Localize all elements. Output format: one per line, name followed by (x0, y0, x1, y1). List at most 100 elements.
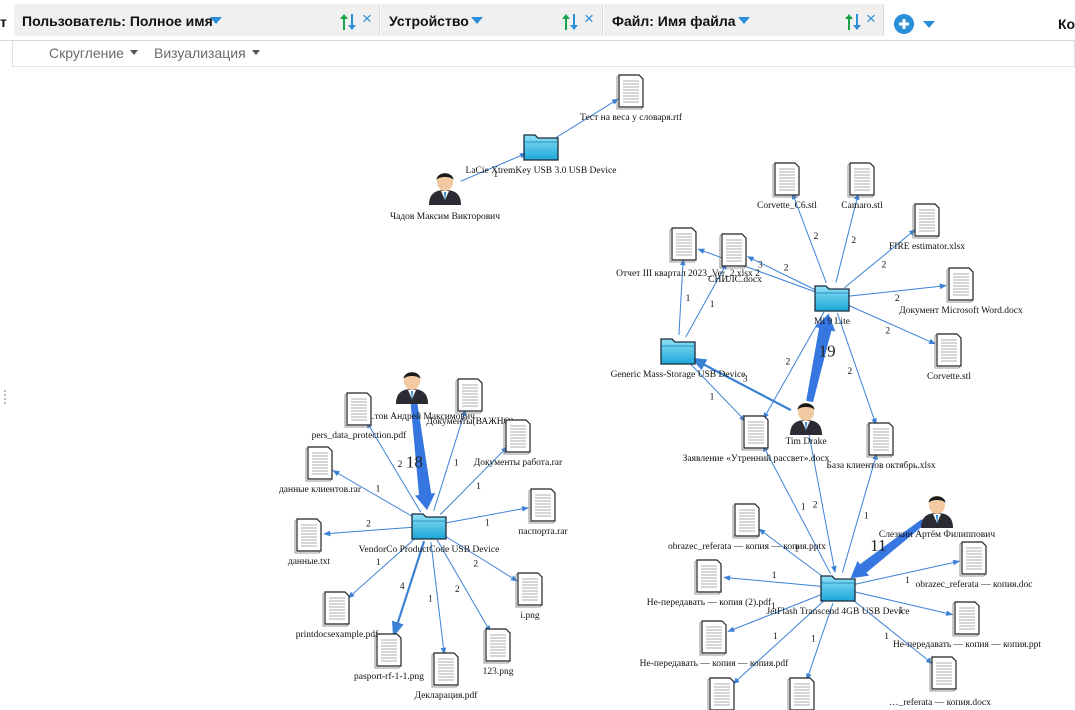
edge-line[interactable] (835, 192, 860, 283)
sort-icon[interactable] (339, 12, 357, 32)
document-icon[interactable] (741, 415, 769, 451)
edge-line[interactable] (727, 593, 824, 632)
edge-line[interactable] (846, 304, 936, 345)
user-avatar-icon[interactable] (429, 173, 461, 205)
edge-line[interactable] (758, 528, 826, 579)
document-icon[interactable] (694, 559, 722, 595)
edge-line[interactable] (746, 256, 818, 292)
folder-icon[interactable] (411, 513, 447, 540)
rounding-dropdown[interactable]: Скругление (49, 45, 138, 61)
chevron-down-icon[interactable] (471, 17, 483, 25)
document-icon[interactable] (866, 422, 894, 458)
device-node-label: LaCie XtremKey USB 3.0 USB Device (466, 166, 617, 176)
truncated-filter-chip[interactable]: т (0, 4, 10, 36)
close-icon[interactable]: × (584, 9, 594, 28)
edge-line[interactable] (439, 446, 508, 515)
edge-line[interactable] (366, 421, 422, 513)
file-node-label: данные клиентов.rar (279, 485, 362, 495)
edge-line[interactable] (332, 470, 416, 519)
edge-line[interactable] (444, 506, 529, 524)
edge-line[interactable] (460, 152, 527, 182)
edge-arrow[interactable] (806, 313, 836, 403)
close-icon[interactable]: × (362, 9, 372, 28)
edge-arrow[interactable] (410, 403, 436, 511)
edge-line[interactable] (688, 362, 747, 422)
user-avatar-icon[interactable] (921, 496, 953, 528)
file-node-label: Документ Microsoft Word.docx (899, 305, 1023, 316)
document-icon[interactable] (528, 488, 556, 524)
document-icon[interactable] (374, 633, 402, 669)
edge-line[interactable] (430, 541, 447, 655)
document-icon[interactable] (515, 572, 543, 608)
document-icon[interactable] (503, 419, 531, 455)
document-icon[interactable] (719, 233, 747, 269)
edge-line[interactable] (853, 591, 954, 616)
document-icon[interactable] (699, 620, 727, 656)
document-icon[interactable] (952, 601, 980, 637)
document-icon[interactable] (305, 446, 333, 482)
edge-line[interactable] (347, 536, 418, 599)
edge-line[interactable] (806, 603, 834, 681)
user-avatar-icon[interactable] (396, 372, 428, 404)
sort-icon[interactable] (844, 12, 862, 32)
edge-line[interactable] (847, 283, 947, 297)
document-icon[interactable] (959, 541, 987, 577)
chevron-down-icon[interactable] (738, 17, 750, 25)
edge-line[interactable] (853, 559, 961, 586)
folder-icon[interactable] (820, 575, 856, 602)
document-icon[interactable] (431, 652, 459, 688)
file-node-label: Не-передавать — копия — копия.pdf (640, 658, 789, 669)
document-icon[interactable] (787, 677, 815, 710)
edge-line[interactable] (808, 434, 837, 573)
resize-handle[interactable] (3, 385, 7, 409)
document-icon[interactable] (929, 656, 957, 692)
edge-line[interactable] (678, 258, 686, 336)
close-icon[interactable]: × (866, 9, 876, 28)
folder-icon[interactable] (523, 134, 559, 161)
document-icon[interactable] (344, 392, 372, 428)
document-icon[interactable] (616, 74, 644, 110)
document-icon[interactable] (732, 503, 760, 539)
edge-line[interactable] (685, 262, 728, 338)
edge-line[interactable] (732, 598, 827, 685)
edge-line[interactable] (433, 408, 467, 511)
document-icon[interactable] (707, 677, 735, 710)
edge-line[interactable] (723, 575, 823, 587)
user-avatar-icon[interactable] (790, 403, 822, 435)
document-icon[interactable] (483, 628, 511, 664)
filter-chip-device[interactable]: Устройство × (381, 4, 603, 36)
edge-line[interactable] (850, 597, 933, 665)
edge-line[interactable] (690, 357, 792, 412)
edge-line[interactable] (844, 229, 916, 289)
document-icon[interactable] (934, 333, 962, 369)
add-filter-button[interactable] (892, 12, 940, 36)
folder-icon[interactable] (660, 338, 696, 365)
document-icon[interactable] (772, 162, 800, 198)
edge-line[interactable] (697, 248, 818, 293)
edge-line[interactable] (436, 539, 491, 633)
document-icon[interactable] (847, 162, 875, 198)
edge-line[interactable] (836, 312, 877, 426)
edge-line[interactable] (841, 452, 878, 573)
edge-arrow[interactable] (850, 519, 926, 579)
document-icon[interactable] (912, 203, 940, 239)
folder-icon[interactable] (814, 285, 850, 312)
visualization-dropdown[interactable]: Визуализация (154, 45, 260, 61)
chevron-down-icon[interactable] (210, 17, 222, 25)
document-icon[interactable] (455, 378, 483, 414)
document-icon[interactable] (294, 518, 322, 554)
sort-icon[interactable] (561, 12, 579, 32)
edge-line[interactable] (323, 526, 414, 537)
edge-line[interactable] (442, 534, 518, 582)
edge-line[interactable] (554, 98, 619, 139)
document-icon[interactable] (669, 227, 697, 263)
filter-chip-user[interactable]: Пользователь: Полное имя × (14, 4, 380, 36)
document-icon[interactable] (322, 591, 350, 627)
filter-chip-file[interactable]: Файл: Имя файла × (604, 4, 884, 36)
edge-line[interactable] (391, 540, 426, 638)
edge-line[interactable] (791, 192, 827, 284)
edge-line[interactable] (762, 444, 832, 575)
document-icon[interactable] (946, 267, 974, 303)
